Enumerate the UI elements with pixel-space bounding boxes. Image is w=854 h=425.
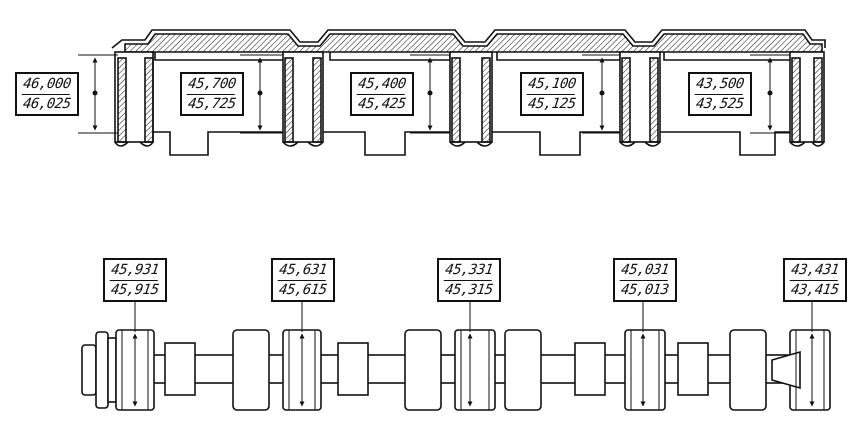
journal-3-label: 45,331 45,315	[437, 258, 501, 302]
journal-dimension-lines	[132, 300, 815, 407]
camshaft-housing	[111, 29, 826, 156]
journal-5-upper: 43,431	[789, 261, 841, 281]
camshaft	[81, 329, 831, 411]
journal-1-upper: 45,931	[109, 261, 161, 281]
housing-bore-4-lower: 45,125	[527, 95, 577, 112]
journal-2-upper: 45,631	[277, 261, 329, 281]
housing-bore-5-lower: 43,525	[695, 95, 745, 112]
journal-4-label: 45,031 45,013	[613, 258, 677, 302]
journal-4-upper: 45,031	[619, 261, 671, 281]
housing-bore-3-label: 45,400 45,425	[350, 72, 414, 116]
journal-2-label: 45,631 45,615	[271, 258, 335, 302]
housing-bore-3-upper: 45,400	[356, 75, 408, 95]
housing-bore-2-lower: 45,725	[187, 95, 237, 112]
housing-bore-5-upper: 43,500	[694, 75, 746, 95]
housing-bore-2-label: 45,700 45,725	[180, 72, 244, 116]
housing-bore-4-label: 45,100 45,125	[520, 72, 584, 116]
journal-5-lower: 43,415	[790, 281, 840, 298]
housing-bore-1-label: 46,000 46,025	[15, 72, 79, 116]
journal-1-lower: 45,915	[110, 281, 160, 298]
journal-5-label: 43,431 43,415	[783, 258, 847, 302]
housing-bore-1-lower: 46,025	[22, 95, 72, 112]
journal-3-lower: 45,315	[444, 281, 494, 298]
journal-3-upper: 45,331	[443, 261, 495, 281]
journal-4-lower: 45,013	[620, 281, 670, 298]
journal-2-lower: 45,615	[278, 281, 328, 298]
housing-bore-5-label: 43,500 43,525	[688, 72, 752, 116]
journal-1-label: 45,931 45,915	[103, 258, 167, 302]
housing-bore-4-upper: 45,100	[526, 75, 578, 95]
housing-bore-1-upper: 46,000	[21, 75, 73, 95]
housing-bore-2-upper: 45,700	[186, 75, 238, 95]
housing-bore-3-lower: 45,425	[357, 95, 407, 112]
